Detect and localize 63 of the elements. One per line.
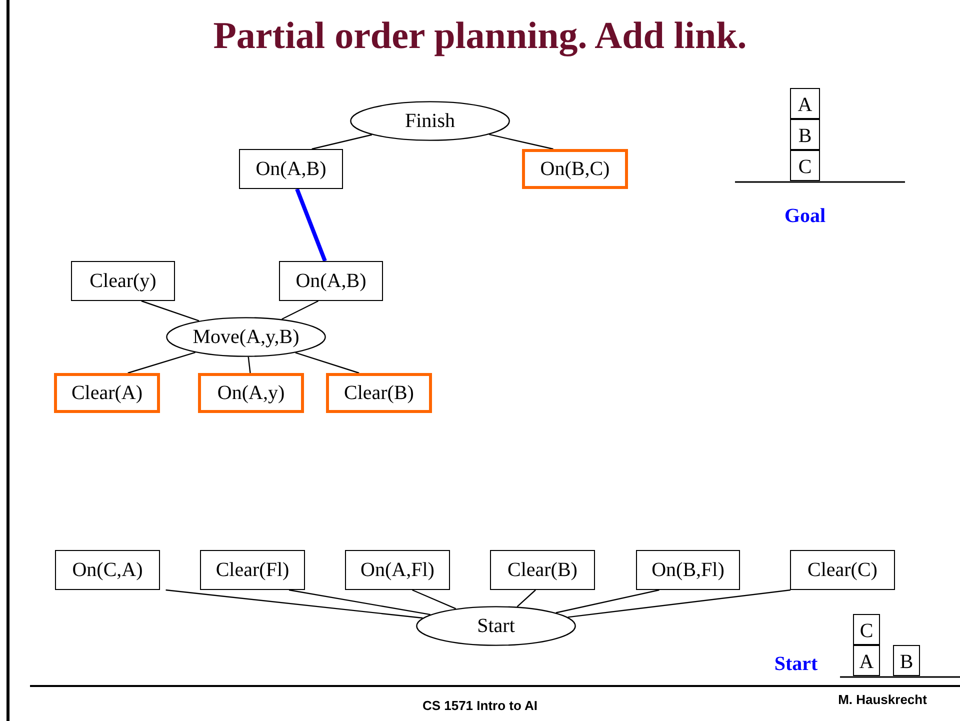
condition-box	[71, 261, 175, 301]
action-ellipse	[416, 606, 576, 646]
connector-line	[128, 352, 196, 374]
node-text: On(C,A)	[72, 558, 143, 582]
node-text: On(A,y)	[217, 382, 285, 404]
connector-line	[282, 300, 319, 320]
condition-box	[636, 550, 740, 590]
action-ellipse	[350, 101, 510, 141]
connector-line	[141, 300, 200, 322]
condition-box	[345, 550, 450, 590]
node-text: Clear(B)	[508, 558, 578, 582]
author-text: M. Hauskrecht	[837, 692, 928, 707]
node-text: A	[859, 651, 874, 674]
connector-line	[516, 590, 536, 608]
footer-text: CS 1571 Intro to AI	[421, 698, 539, 713]
node-text: Clear(y)	[90, 270, 156, 292]
condition-box	[279, 261, 383, 301]
node-text: A	[798, 94, 812, 117]
connector-line	[248, 356, 251, 374]
node-text: Clear(C)	[808, 558, 878, 582]
block-box	[853, 645, 880, 676]
condition-box	[790, 550, 895, 590]
condition-box	[200, 550, 305, 590]
action-ellipse	[166, 317, 326, 357]
condition-box	[490, 550, 595, 590]
node-text: Clear(A)	[71, 382, 143, 404]
node-text: C	[860, 620, 874, 643]
connector-line	[489, 134, 554, 150]
node-text: Clear(B)	[344, 382, 414, 404]
node-text: On(B,C)	[540, 158, 610, 180]
block-box	[790, 150, 820, 181]
node-text: B	[900, 651, 914, 674]
block-box	[893, 645, 920, 676]
open-condition-box	[198, 373, 304, 413]
connector-line	[295, 352, 360, 374]
open-condition-box	[54, 373, 160, 413]
node-text: On(A,Fl)	[360, 558, 434, 582]
node-text: C	[798, 156, 812, 179]
title: Partial order planning. Add link.	[212, 14, 748, 58]
connector-line	[312, 134, 372, 150]
node-text: On(A,B)	[296, 270, 366, 292]
connector-line	[556, 589, 660, 614]
node-text: On(A,B)	[256, 158, 326, 180]
condition-box	[239, 149, 343, 189]
condition-box	[55, 550, 160, 590]
open-condition-box	[326, 373, 432, 413]
connector-line	[166, 589, 423, 619]
block-box	[790, 119, 820, 150]
node-text: Move(A,y,B)	[192, 326, 300, 348]
node-text: Finish	[404, 110, 456, 132]
connector-line	[568, 589, 791, 618]
block-box	[790, 88, 820, 119]
causal-link	[295, 188, 327, 262]
block-box	[853, 614, 880, 645]
node-text: Clear(Fl)	[216, 558, 290, 582]
node-text: B	[798, 125, 812, 148]
connector-line	[288, 589, 430, 616]
connector-line	[412, 589, 456, 610]
node-text: Start	[477, 614, 515, 638]
goal-label: Goal	[783, 205, 827, 228]
node-text: On(B,Fl)	[652, 558, 724, 582]
open-condition-box	[522, 149, 628, 189]
start-label: Start	[773, 653, 819, 676]
